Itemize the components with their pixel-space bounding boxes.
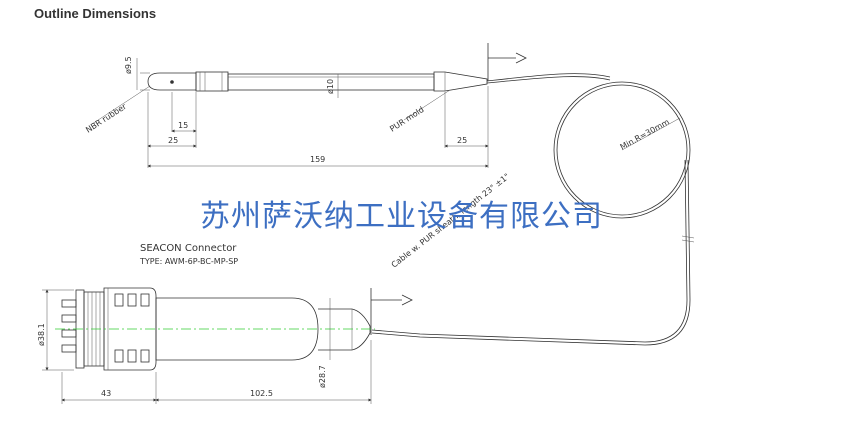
connector-title: SEACON Connector (140, 243, 237, 254)
connector-body (55, 287, 413, 371)
dim-15: 15 (178, 121, 188, 130)
label-pur-mold: PUR mold (388, 105, 425, 134)
dim-159: 159 (310, 155, 325, 164)
dim-body-diameter-connector: ø28.7 (318, 365, 327, 388)
dim-25-left: 25 (168, 136, 178, 145)
dim-25-right: 25 (457, 136, 467, 145)
dim-connector-diameter: ø38.1 (37, 323, 46, 346)
connector-type: TYPE: AWM-6P-BC-MP-SP (139, 257, 238, 266)
page-title: Outline Dimensions (34, 6, 157, 21)
sensor-dimensions: ø9.5 ø10 15 25 25 159 NBR rubber PUR mol… (84, 56, 489, 168)
dim-tip-diameter: ø9.5 (124, 56, 133, 74)
watermark: 苏州萨沃纳工业设备有限公司 (200, 199, 603, 234)
dim-43: 43 (101, 389, 111, 398)
label-min-radius: Min.R=30mm (619, 117, 671, 152)
label-nbr-rubber: NBR rubber (84, 102, 128, 135)
dim-body-diameter: ø10 (326, 79, 335, 94)
connector-dimensions: ø38.1 ø28.7 43 102.5 (37, 289, 372, 404)
sensor-body (147, 43, 527, 92)
dim-102-5: 102.5 (250, 389, 273, 398)
